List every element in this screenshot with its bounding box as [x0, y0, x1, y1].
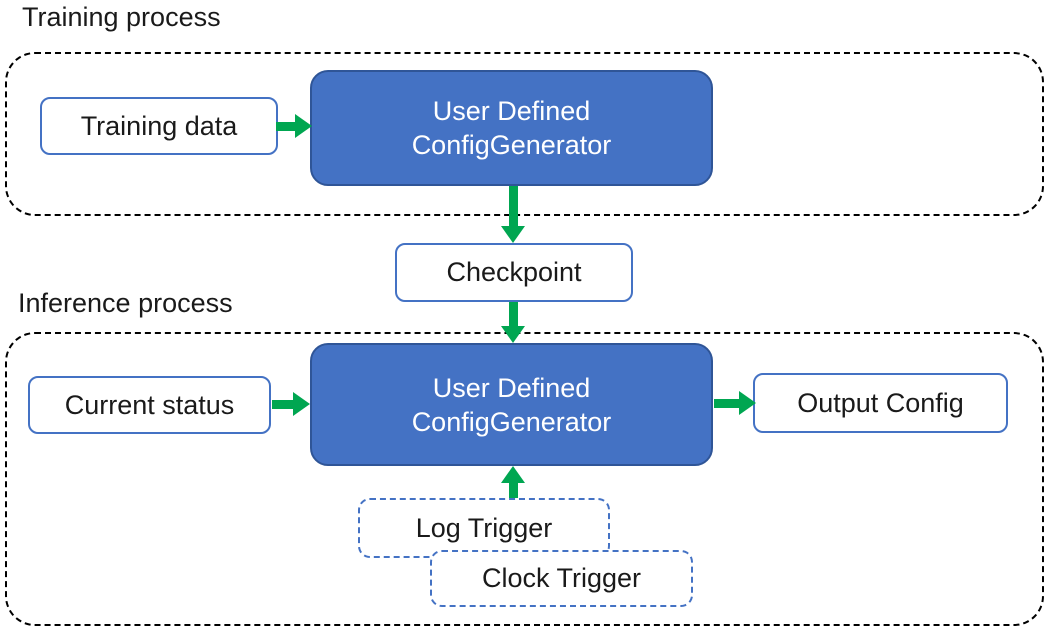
arrow-generator-to-output-config-icon: [714, 391, 756, 415]
current-status-node: Current status: [28, 376, 271, 434]
output-config-node: Output Config: [753, 373, 1008, 433]
checkpoint-label: Checkpoint: [446, 257, 582, 287]
arrow-shaft: [508, 186, 518, 226]
inference-config-generator-line2: ConfigGenerator: [411, 406, 612, 437]
arrow-head: [295, 114, 312, 138]
training-section-container: [5, 52, 1044, 216]
arrow-shaft: [508, 483, 518, 500]
output-config-label: Output Config: [797, 387, 964, 418]
arrow-checkpoint-to-generator-icon: [501, 302, 525, 343]
arrow-shaft: [276, 121, 295, 131]
checkpoint-node: Checkpoint: [395, 243, 633, 302]
clock-trigger-label: Clock Trigger: [481, 563, 642, 593]
arrow-head: [739, 391, 756, 415]
arrow-generator-to-checkpoint-icon: [501, 186, 525, 243]
arrow-head: [501, 226, 525, 243]
inference-config-generator-node: User Defined ConfigGenerator: [310, 343, 713, 466]
training-data-label: Training data: [80, 110, 238, 141]
arrow-triggers-to-generator-icon: [501, 466, 525, 500]
inference-section-label: Inference process: [18, 288, 233, 318]
training-config-generator-line2: ConfigGenerator: [411, 130, 612, 160]
training-section-label: Training process: [22, 2, 221, 32]
training-config-generator-line1: User Defined: [432, 96, 591, 126]
training-data-node: Training data: [40, 97, 278, 155]
clock-trigger-node: Clock Trigger: [430, 550, 693, 607]
arrow-shaft: [272, 399, 293, 409]
arrow-training-data-to-generator-icon: [276, 114, 312, 138]
arrow-head: [501, 466, 525, 483]
current-status-label: Current status: [64, 389, 235, 420]
log-trigger-node: Log Trigger: [358, 498, 610, 558]
arrow-head: [501, 326, 525, 343]
arrow-shaft: [508, 302, 518, 326]
arrow-shaft: [714, 398, 739, 408]
arrow-current-status-to-generator-icon: [272, 392, 310, 416]
inference-config-generator-line1: User Defined: [432, 372, 591, 403]
training-config-generator-node: User Defined ConfigGenerator: [310, 70, 713, 186]
arrow-head: [293, 392, 310, 416]
log-trigger-label: Log Trigger: [415, 512, 553, 543]
